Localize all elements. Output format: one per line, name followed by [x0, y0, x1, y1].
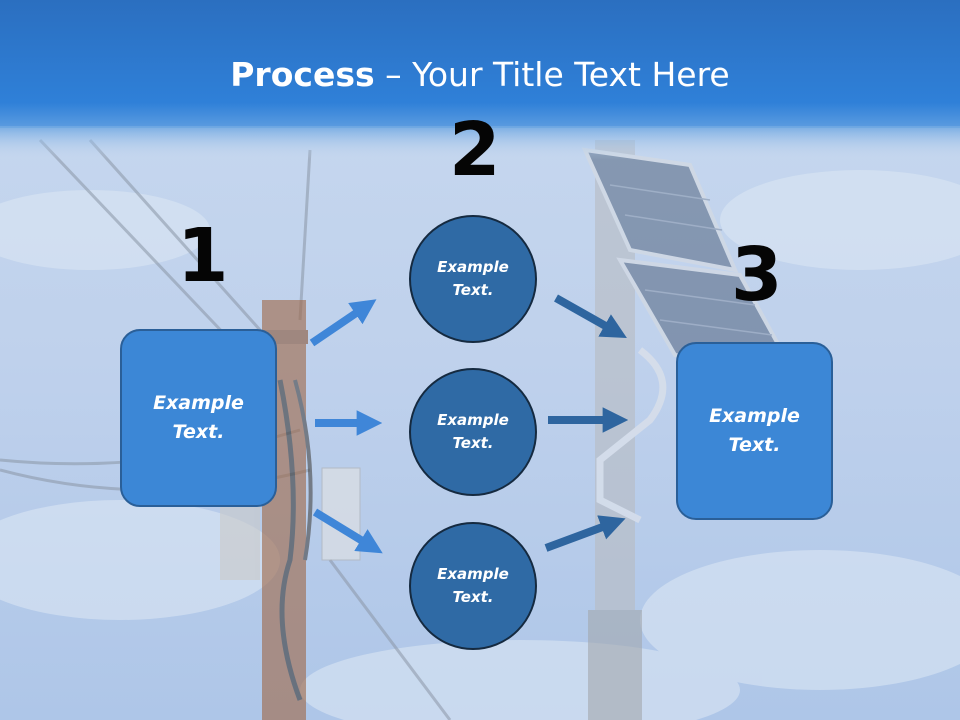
- step-number-1: 1: [177, 213, 229, 299]
- arrow-bottom-to-3: [544, 515, 626, 552]
- step-1-box[interactable]: Example Text.: [120, 329, 277, 507]
- circle-top-label: Example Text.: [437, 258, 509, 299]
- step-1-label: Example Text.: [153, 392, 244, 443]
- step-number-2: 2: [449, 107, 501, 193]
- clouds: [0, 170, 960, 720]
- header-band: [0, 0, 960, 128]
- step-2-circle-top[interactable]: Example Text.: [409, 215, 537, 343]
- arrow-1-to-bottom: [312, 508, 383, 554]
- step-2-circle-bottom[interactable]: Example Text.: [409, 522, 537, 650]
- step-2-circle-middle[interactable]: Example Text.: [409, 368, 537, 496]
- title-rest: – Your Title Text Here: [374, 55, 730, 94]
- circle-bottom-label: Example Text.: [437, 565, 509, 606]
- step-3-label: Example Text.: [709, 405, 800, 456]
- arrow-1-to-top: [309, 299, 377, 347]
- slide-title: Process – Your Title Text Here: [0, 52, 960, 98]
- arrow-top-to-3: [554, 294, 627, 339]
- title-bold: Process: [230, 55, 375, 94]
- step-3-box[interactable]: Example Text.: [676, 342, 833, 520]
- circle-middle-label: Example Text.: [437, 411, 509, 452]
- step-number-3: 3: [731, 232, 783, 318]
